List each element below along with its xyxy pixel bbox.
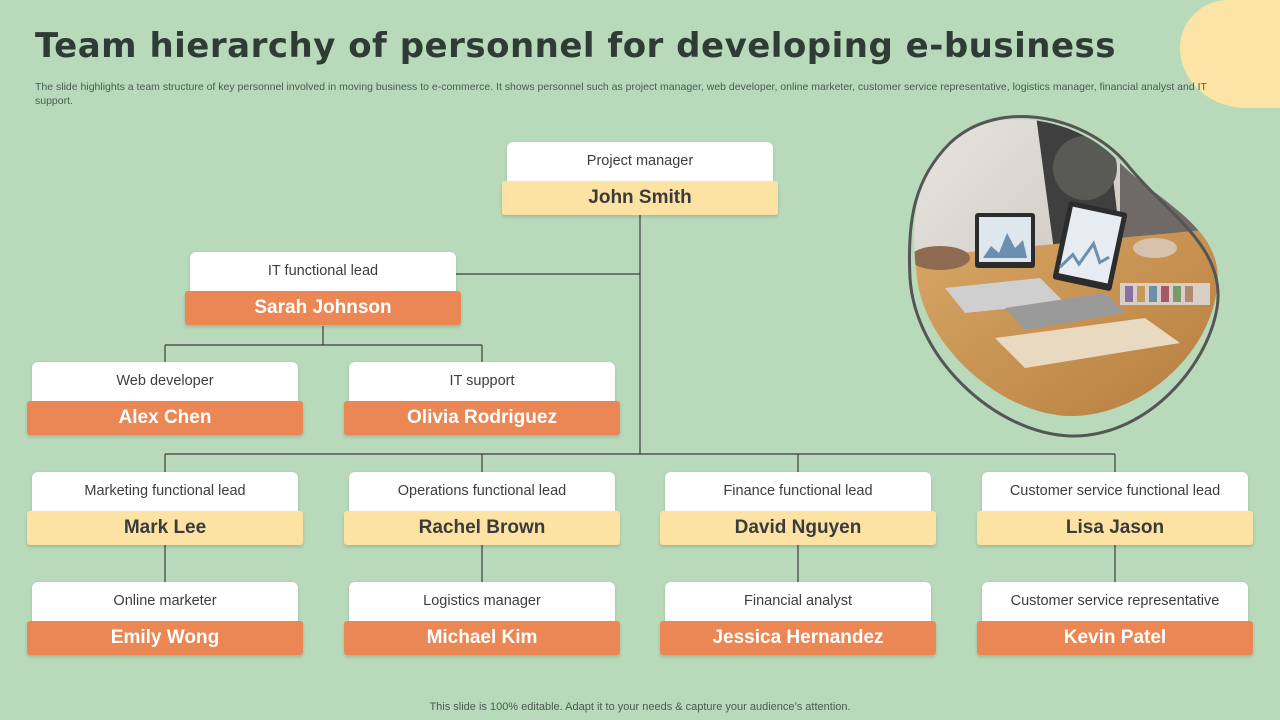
role-label: Financial analyst bbox=[665, 582, 931, 622]
node-online-marketer: Online marketer Emily Wong bbox=[27, 582, 303, 658]
page-subtitle: The slide highlights a team structure of… bbox=[35, 81, 1207, 107]
role-label: Project manager bbox=[507, 142, 773, 182]
node-customer-service-lead: Customer service functional lead Lisa Ja… bbox=[977, 472, 1253, 548]
name-label: Sarah Johnson bbox=[185, 291, 461, 325]
name-label: Olivia Rodriguez bbox=[344, 401, 620, 435]
role-label: Online marketer bbox=[32, 582, 298, 622]
node-financial-analyst: Financial analyst Jessica Hernandez bbox=[660, 582, 936, 658]
node-customer-service-rep: Customer service representative Kevin Pa… bbox=[977, 582, 1253, 658]
node-finance-lead: Finance functional lead David Nguyen bbox=[660, 472, 936, 548]
name-label: Alex Chen bbox=[27, 401, 303, 435]
name-label: David Nguyen bbox=[660, 511, 936, 545]
name-label: John Smith bbox=[502, 181, 778, 215]
office-meeting-photo bbox=[905, 108, 1225, 443]
name-label: Jessica Hernandez bbox=[660, 621, 936, 655]
name-label: Kevin Patel bbox=[977, 621, 1253, 655]
node-marketing-lead: Marketing functional lead Mark Lee bbox=[27, 472, 303, 548]
role-label: IT support bbox=[349, 362, 615, 402]
name-label: Rachel Brown bbox=[344, 511, 620, 545]
role-label: Customer service representative bbox=[982, 582, 1248, 622]
name-label: Lisa Jason bbox=[977, 511, 1253, 545]
node-operations-lead: Operations functional lead Rachel Brown bbox=[344, 472, 620, 548]
role-label: Finance functional lead bbox=[665, 472, 931, 512]
name-label: Michael Kim bbox=[344, 621, 620, 655]
name-label: Emily Wong bbox=[27, 621, 303, 655]
role-label: IT functional lead bbox=[190, 252, 456, 292]
role-label: Operations functional lead bbox=[349, 472, 615, 512]
page-title: Team hierarchy of personnel for developi… bbox=[35, 26, 1117, 66]
node-it-support: IT support Olivia Rodriguez bbox=[344, 362, 620, 438]
node-it-lead: IT functional lead Sarah Johnson bbox=[185, 252, 461, 328]
footer-note: This slide is 100% editable. Adapt it to… bbox=[429, 701, 851, 713]
role-label: Web developer bbox=[32, 362, 298, 402]
node-logistics-manager: Logistics manager Michael Kim bbox=[344, 582, 620, 658]
node-project-manager: Project manager John Smith bbox=[502, 142, 778, 218]
node-web-developer: Web developer Alex Chen bbox=[27, 362, 303, 438]
role-label: Customer service functional lead bbox=[982, 472, 1248, 512]
role-label: Marketing functional lead bbox=[32, 472, 298, 512]
name-label: Mark Lee bbox=[27, 511, 303, 545]
role-label: Logistics manager bbox=[349, 582, 615, 622]
